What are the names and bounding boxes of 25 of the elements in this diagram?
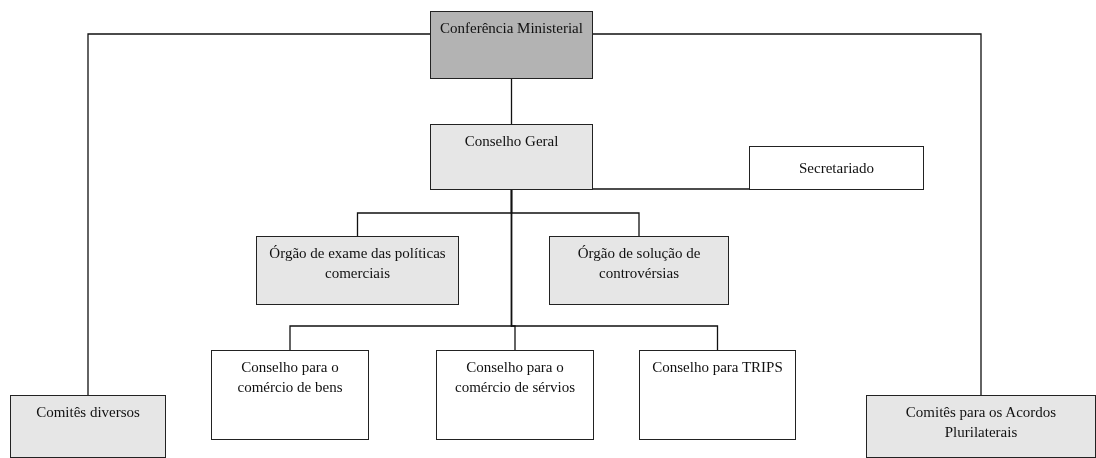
box-label: Comitês para os Acordos Plurilaterais [904, 403, 1058, 442]
box-label: Conselho para o comércio de sérvios [454, 358, 576, 397]
box-label: Órgão de exame das políticas comerciais [268, 244, 447, 283]
org-box [436, 350, 594, 440]
box-label: Secretariado [798, 159, 875, 178]
org-box [639, 350, 796, 440]
org-box [256, 236, 459, 305]
box-label: Conselho para o comércio de bens [236, 358, 344, 397]
box-label: Conselho Geral [463, 132, 560, 151]
org-box [866, 395, 1096, 458]
box-label: Conselho para TRIPS [651, 358, 784, 377]
org-box [430, 124, 593, 190]
connector-line [510, 189, 719, 351]
connector-line [592, 33, 982, 396]
connector-line [510, 78, 513, 125]
org-box [211, 350, 369, 440]
box-label: Órgão de solução de controvérsias [576, 244, 702, 283]
connector-line [87, 33, 431, 396]
org-box [10, 395, 166, 458]
org-box [749, 146, 924, 190]
org-box [549, 236, 729, 305]
connector-line [592, 188, 750, 190]
box-label: Comitês diversos [35, 403, 141, 422]
box-label: Conferência Ministerial [439, 19, 584, 38]
org-box [430, 11, 593, 79]
